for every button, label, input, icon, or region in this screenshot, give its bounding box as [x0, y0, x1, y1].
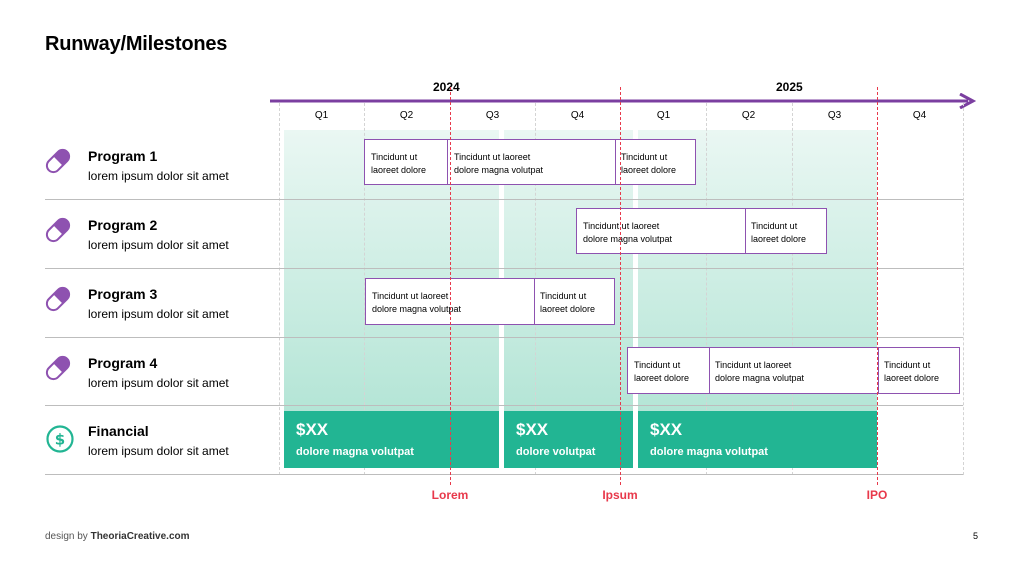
financial-desc: dolore magna volutpat — [296, 446, 414, 458]
row-divider — [45, 474, 963, 475]
marker-label-lorem: Lorem — [431, 488, 469, 502]
financial-bar: $XX dolore volutpat — [504, 411, 633, 468]
pill-icon — [45, 355, 71, 381]
quarter-label: Q2 — [741, 110, 756, 121]
row-title-financial: Financial — [88, 423, 149, 439]
marker-line-ipo — [877, 87, 878, 485]
pill-icon — [45, 217, 71, 243]
financial-desc: dolore magna volutpat — [650, 446, 768, 458]
footer-prefix: design by — [45, 531, 91, 542]
row-subtitle: lorem ipsum dolor sit amet — [88, 238, 229, 252]
footer-brand: TheoriaCreative.com — [90, 531, 190, 542]
quarter-label: Q2 — [399, 110, 414, 121]
financial-amount: $XX — [516, 420, 549, 439]
quarter-label: Q4 — [912, 110, 927, 121]
quarter-label: Q4 — [570, 110, 585, 121]
row-subtitle: lorem ipsum dolor sit amet — [88, 376, 229, 390]
quarter-label: Q3 — [485, 110, 500, 121]
marker-line-ipsum — [620, 87, 621, 485]
marker-label-ipsum: Ipsum — [602, 488, 638, 502]
year-label-2025: 2025 — [776, 80, 803, 94]
page-title: Runway/Milestones — [45, 33, 228, 55]
quarter-gridline — [364, 103, 365, 475]
row-subtitle: lorem ipsum dolor sit amet — [88, 307, 229, 321]
financial-amount: $XX — [650, 420, 683, 439]
row-subtitle: lorem ipsum dolor sit amet — [88, 444, 229, 458]
quarter-gridline — [706, 103, 707, 475]
row-divider — [45, 199, 963, 200]
row-title-program-1: Program 1 — [88, 148, 158, 164]
footer-credit: design by TheoriaCreative.com — [45, 531, 190, 542]
marker-label-ipo: IPO — [866, 488, 888, 502]
row-divider — [45, 268, 963, 269]
quarter-gridline — [963, 103, 964, 475]
page-number: 5 — [973, 531, 979, 541]
row-divider — [45, 405, 963, 406]
financial-bar: $XX dolore magna volutpat — [638, 411, 877, 468]
row-title-program-4: Program 4 — [88, 355, 158, 371]
financial-desc: dolore volutpat — [516, 446, 596, 458]
row-title-program-2: Program 2 — [88, 217, 158, 233]
quarter-label: Q3 — [827, 110, 842, 121]
quarter-gridline — [279, 103, 280, 475]
quarter-gridline — [792, 103, 793, 475]
row-divider — [45, 337, 963, 338]
marker-line-lorem — [450, 87, 451, 485]
quarter-label: Q1 — [656, 110, 671, 121]
quarter-label: Q1 — [314, 110, 329, 121]
year-label-2024: 2024 — [433, 80, 460, 94]
pill-icon — [45, 286, 71, 312]
row-subtitle: lorem ipsum dolor sit amet — [88, 169, 229, 183]
dollar-coin-icon: $ — [46, 425, 74, 453]
financial-amount: $XX — [296, 420, 329, 439]
financial-bar: $XX dolore magna volutpat — [284, 411, 499, 468]
svg-text:$: $ — [55, 431, 65, 449]
timeline-arrow — [270, 93, 977, 109]
row-title-program-3: Program 3 — [88, 286, 158, 302]
pill-icon — [45, 148, 71, 174]
